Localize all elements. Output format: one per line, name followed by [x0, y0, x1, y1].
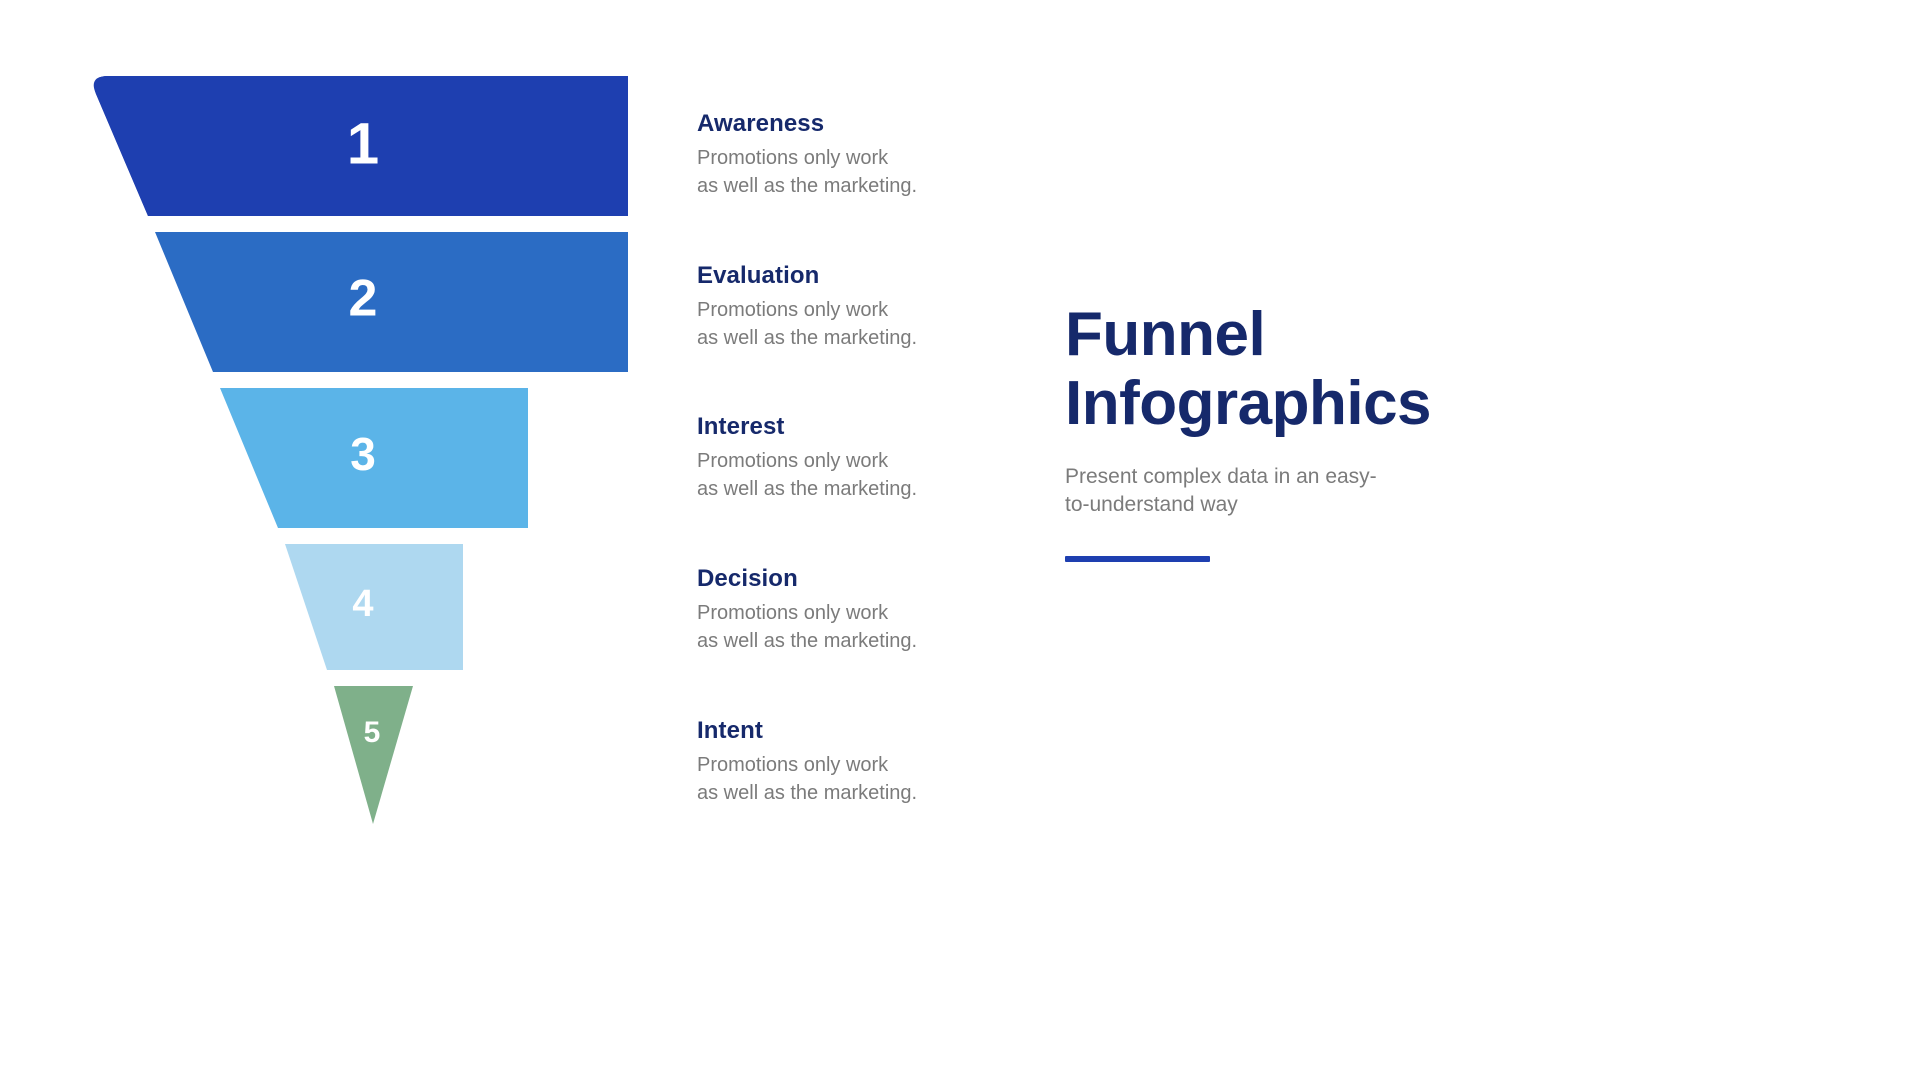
- funnel-number-5: 5: [364, 716, 381, 749]
- funnel-number-4: 4: [352, 583, 373, 625]
- step-title: Intent: [697, 717, 763, 744]
- title-panel: Funnel Infographics Present complex data…: [1065, 300, 1505, 562]
- funnel-number-2: 2: [349, 270, 378, 328]
- step-title: Interest: [697, 413, 785, 440]
- funnel-segment-3[interactable]: 3: [220, 388, 528, 528]
- step-description: Promotions only work as well as the mark…: [697, 753, 918, 804]
- funnel-step-evaluation[interactable]: Evaluation Promotions only work as well …: [697, 262, 1037, 352]
- step-description: Promotions only work as well as the mark…: [697, 146, 918, 197]
- funnel-number-1: 1: [347, 111, 379, 176]
- funnel-segment-1[interactable]: 1: [93, 76, 628, 216]
- funnel-steps-list: Awareness Promotions only work as well a…: [697, 0, 1037, 1080]
- funnel-segment-5[interactable]: 5: [334, 686, 413, 824]
- funnel-step-awareness[interactable]: Awareness Promotions only work as well a…: [697, 110, 1037, 200]
- funnel-step-interest[interactable]: Interest Promotions only work as well as…: [697, 413, 1037, 503]
- step-description: Promotions only work as well as the mark…: [697, 449, 918, 500]
- funnel-step-decision[interactable]: Decision Promotions only work as well as…: [697, 565, 1037, 655]
- funnel-step-intent[interactable]: Intent Promotions only work as well as t…: [697, 717, 1037, 807]
- step-description: Promotions only work as well as the mark…: [697, 601, 918, 652]
- funnel-chart: 1 2 3 4 5: [60, 50, 700, 850]
- funnel-segment-4[interactable]: 4: [285, 544, 463, 670]
- step-title: Decision: [697, 565, 798, 592]
- funnel-number-3: 3: [350, 428, 376, 480]
- page-subtitle: Present complex data in an easy- to-unde…: [1065, 464, 1377, 517]
- funnel-segment-2[interactable]: 2: [155, 232, 628, 372]
- step-title: Evaluation: [697, 262, 820, 289]
- step-title: Awareness: [697, 110, 825, 137]
- page-title: Funnel Infographics: [1065, 300, 1432, 439]
- step-description: Promotions only work as well as the mark…: [697, 298, 918, 349]
- title-underline-bar: [1065, 555, 1210, 562]
